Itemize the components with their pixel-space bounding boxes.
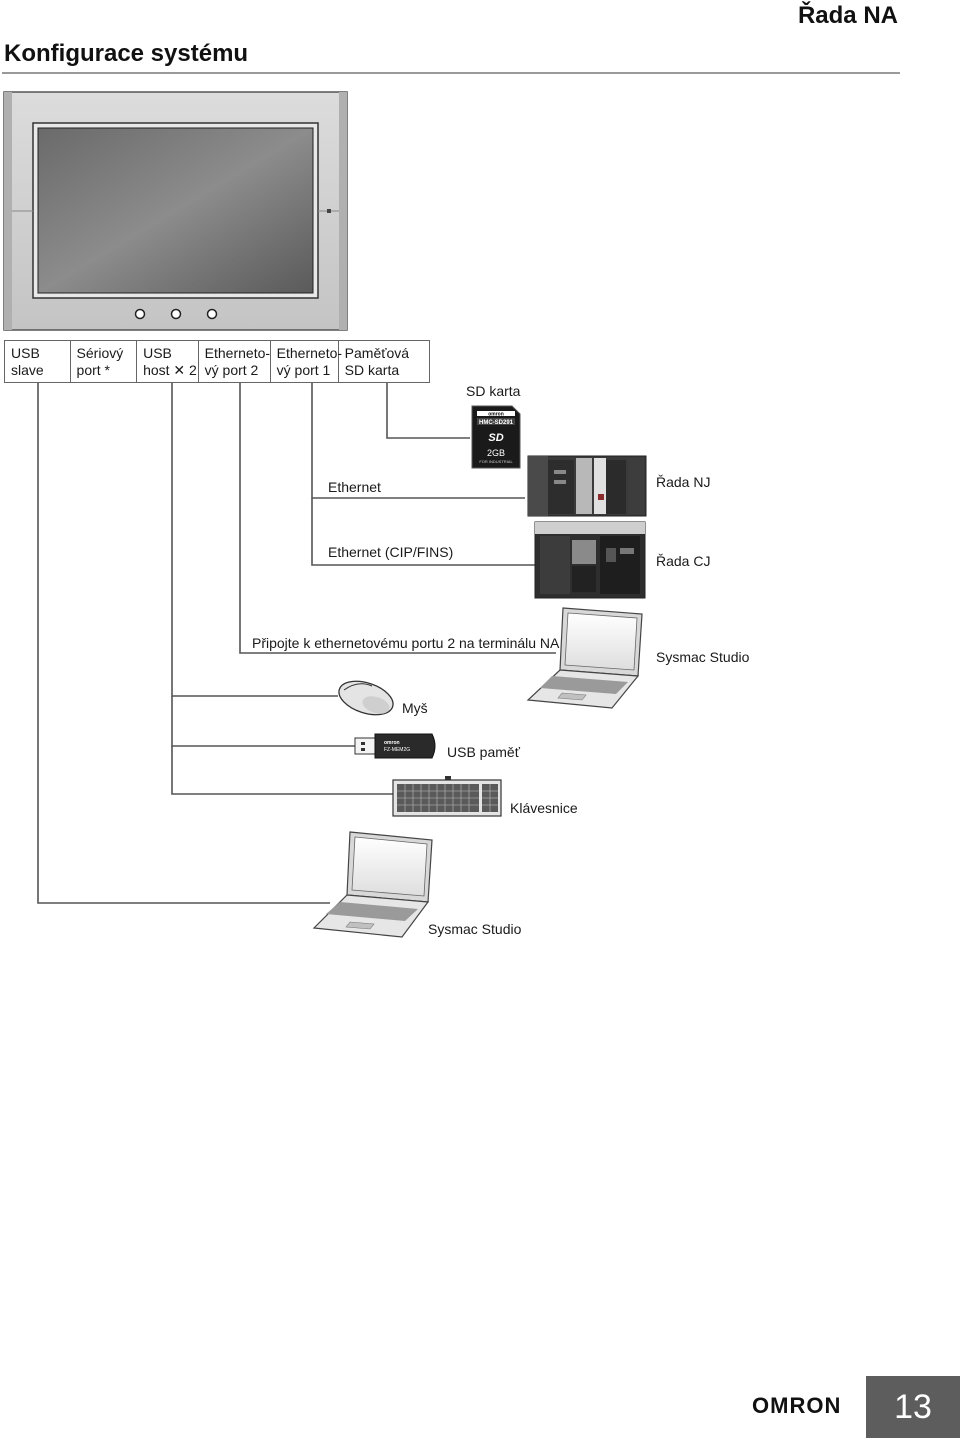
mouse-image [338, 680, 394, 716]
port-label-line2: SD karta [344, 362, 400, 378]
port-label-line1: Paměťová [344, 345, 410, 361]
label-sysmac-top: Sysmac Studio [656, 649, 750, 665]
label-sd-card: SD karta [466, 383, 521, 399]
sd-capacity-text: 2GB [487, 448, 505, 458]
port-label-line2: vý port 2 [204, 362, 259, 378]
label-connect-note: Připojte k ethernetovému portu 2 na term… [252, 635, 560, 651]
label-usb-memory: USB paměť [447, 744, 520, 760]
label-keyboard: Klávesnice [510, 800, 578, 816]
port-label-line2: port * [76, 362, 111, 378]
label-ethernet: Ethernet [328, 479, 381, 495]
port-usb-host: USB host ✕ 2 [137, 341, 199, 382]
title-divider [2, 72, 900, 74]
keyboard-image [392, 776, 502, 817]
laptop-bottom-image [312, 831, 433, 938]
sd-brand-text: omron [488, 412, 504, 418]
label-mouse: Myš [402, 700, 428, 716]
label-cj-series: Řada CJ [656, 553, 711, 569]
series-title: Řada NA [797, 2, 898, 29]
port-label-line2: vý port 1 [276, 362, 331, 378]
port-labels-row: USB slave Sériový port * USB host ✕ 2 Et… [4, 340, 430, 383]
port-serial: Sériový port * [71, 341, 138, 382]
sd-logo-text: SD [488, 432, 503, 444]
port-ethernet-2: Etherneto- vý port 2 [199, 341, 271, 382]
page-title: Konfigurace systému [4, 40, 249, 67]
port-label-line1: Etherneto- [204, 345, 271, 361]
port-label-line2: slave [11, 362, 44, 378]
nj-plc-image [527, 455, 647, 517]
port-usb-slave: USB slave [5, 341, 71, 382]
label-ethernet-cip: Ethernet (CIP/FINS) [328, 544, 454, 560]
port-label-line2: host ✕ 2 [143, 362, 197, 378]
port-ethernet-1: Etherneto- vý port 1 [271, 341, 343, 382]
laptop-top-image [526, 607, 643, 709]
port-label-line1: Etherneto- [276, 345, 343, 361]
cj-plc-image [534, 521, 646, 599]
usb-memory-image: omron FZ-MEM2G [354, 733, 436, 759]
na-terminal-device [3, 91, 348, 331]
label-nj-series: Řada NJ [656, 474, 711, 490]
port-label-line1: Sériový [76, 345, 124, 361]
page-number: 13 [866, 1376, 960, 1438]
usb-brand-text: omron [384, 740, 400, 746]
label-sysmac-bottom: Sysmac Studio [428, 921, 522, 937]
connection-lines [37, 383, 556, 904]
port-label-line1: USB [11, 345, 40, 361]
usb-model-text: FZ-MEM2G [384, 747, 410, 753]
sd-card-image: omron HMC-SD291 SD 2GB FOR INDUSTRIAL [471, 405, 521, 469]
omron-logo: OMRON [752, 1393, 842, 1418]
port-sd-card: Paměťová SD karta [339, 341, 429, 382]
sd-model-text: HMC-SD291 [479, 420, 514, 426]
port-label-line1: USB [143, 345, 172, 361]
sd-note-text: FOR INDUSTRIAL [479, 459, 513, 464]
